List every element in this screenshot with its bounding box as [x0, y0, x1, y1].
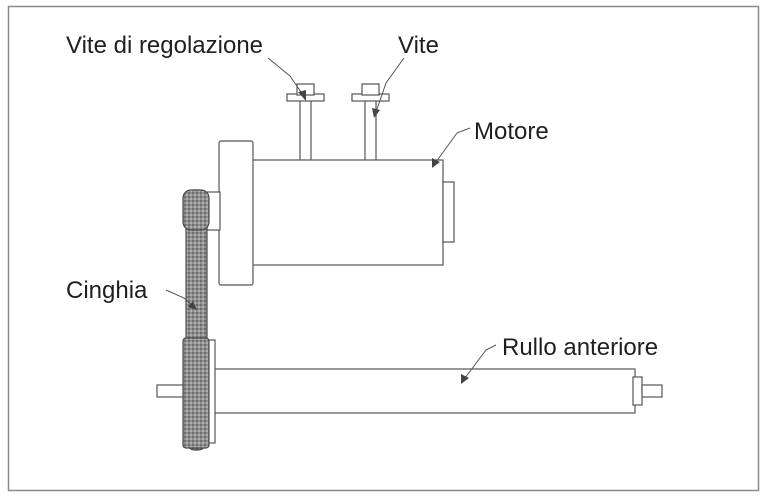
- leader-front-roller: [461, 344, 497, 384]
- label-front-roller: Rullo anteriore: [502, 334, 658, 361]
- label-screw: Vite: [398, 32, 439, 59]
- roller-right-end: [632, 376, 643, 406]
- roller-body: [212, 368, 636, 414]
- roller-right-shaft: [641, 384, 663, 398]
- motor-assembly: [206, 83, 455, 286]
- screw-part: [351, 83, 390, 162]
- belt-part: [182, 189, 210, 451]
- motor-flange: [218, 140, 254, 286]
- label-belt: Cinghia: [66, 277, 148, 304]
- leader-adjust-screw: [267, 57, 306, 101]
- leader-belt: [165, 289, 197, 310]
- label-motor: Motore: [474, 118, 549, 145]
- leader-screw: [372, 57, 405, 118]
- leader-motor: [432, 127, 471, 168]
- motor-end-cap: [442, 181, 455, 243]
- motor-body: [249, 159, 444, 266]
- label-adjust-screw: Vite di regolazione: [66, 32, 263, 59]
